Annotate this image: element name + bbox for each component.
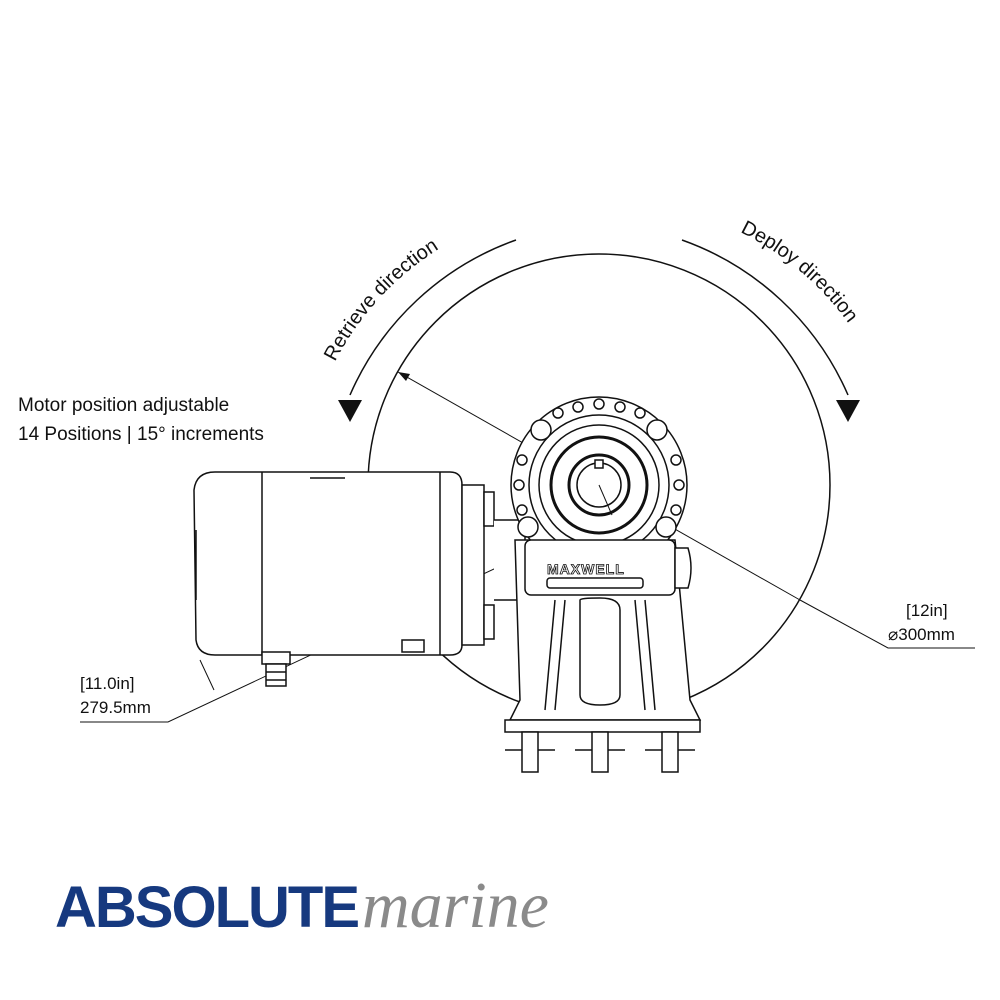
length-extension-tick [199,659,215,691]
mounting-studs [505,731,695,773]
diameter-mm: ⌀300mm [888,625,955,644]
logo-script-text: marine [362,869,549,942]
gearbox [504,396,702,773]
logo-bold-text: ABSOLUTE [55,875,360,940]
absolute-marine-logo: ABSOLUTEmarine [55,868,549,944]
motor-position-note: Motor position adjustable 14 Positions |… [18,391,264,449]
deploy-arrowhead [836,400,860,422]
retrieve-arrowhead [338,400,362,422]
motor [193,471,526,687]
diameter-arrowhead [398,372,410,381]
retrieve-arc [349,239,517,396]
motor-note-line-2: 14 Positions | 15° increments [18,424,264,445]
maxwell-brand-text: MAXWELL [547,561,625,577]
deploy-arc [681,239,849,396]
retrieve-direction-label: Retrieve direction [320,234,442,364]
diameter-leader [799,599,975,649]
shaft-keyway-line [598,484,613,516]
motor-note-line-1: Motor position adjustable [18,395,230,416]
length-mm: 279.5mm [80,698,151,717]
flange-bolts [513,398,685,538]
deploy-direction-label: Deploy direction [738,217,863,327]
length-inches: [11.0in] [80,674,135,693]
diameter-inches: [12in] [906,601,948,620]
